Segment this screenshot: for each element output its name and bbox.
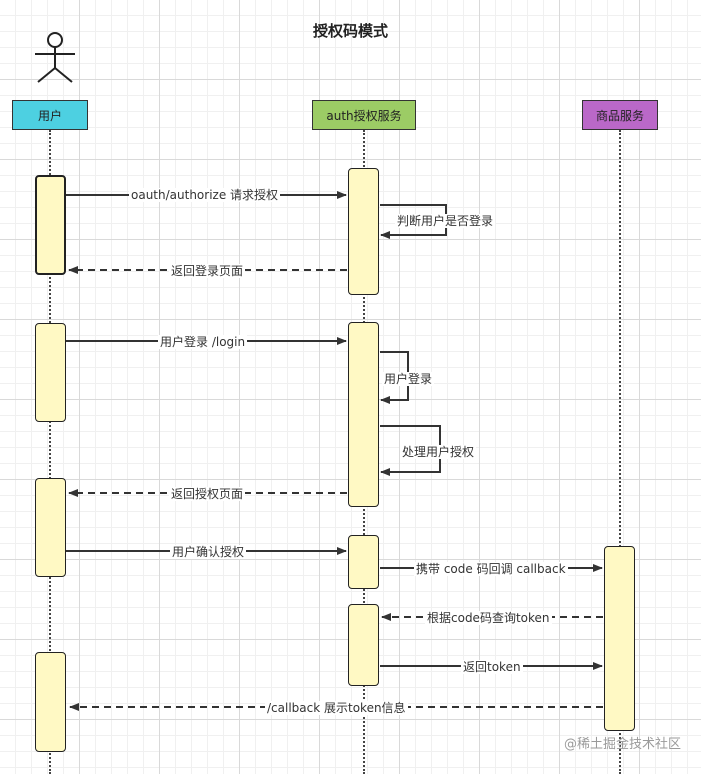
message-label: 携带 code 码回调 callback xyxy=(414,562,568,576)
actor-icon xyxy=(35,32,75,83)
message-label: 用户登录 xyxy=(382,372,435,386)
lifeline-user xyxy=(49,130,51,774)
activation-auth-2 xyxy=(348,322,379,507)
message-label: 用户登录 /login xyxy=(158,335,248,349)
lifeline-product-service xyxy=(619,130,621,774)
message-label: oauth/authorize 请求授权 xyxy=(129,188,281,202)
diagram-title: 授权码模式 xyxy=(312,22,388,40)
message-label: 返回token xyxy=(461,660,523,674)
activation-user-3 xyxy=(35,478,66,577)
message-label: /callback 展示token信息 xyxy=(265,701,408,715)
message-label: 返回登录页面 xyxy=(169,264,246,278)
activation-product-1 xyxy=(604,546,635,731)
activation-auth-1 xyxy=(348,168,379,295)
activation-user-4 xyxy=(35,652,66,752)
message-label: 根据code码查询token xyxy=(425,611,552,625)
participant-product-service: 商品服务 xyxy=(582,100,658,130)
message-label: 判断用户是否登录 xyxy=(395,214,496,228)
watermark: @稀土掘金技术社区 xyxy=(563,737,681,752)
activation-auth-4 xyxy=(348,604,379,686)
activation-user-2 xyxy=(35,323,66,422)
participant-auth-service: auth授权服务 xyxy=(312,100,416,130)
activation-auth-3 xyxy=(348,535,379,589)
message-label: 用户确认授权 xyxy=(170,545,247,559)
message-label: 返回授权页面 xyxy=(169,487,246,501)
participant-user: 用户 xyxy=(12,100,88,130)
message-label: 处理用户授权 xyxy=(400,445,477,459)
activation-user-1 xyxy=(35,175,66,275)
